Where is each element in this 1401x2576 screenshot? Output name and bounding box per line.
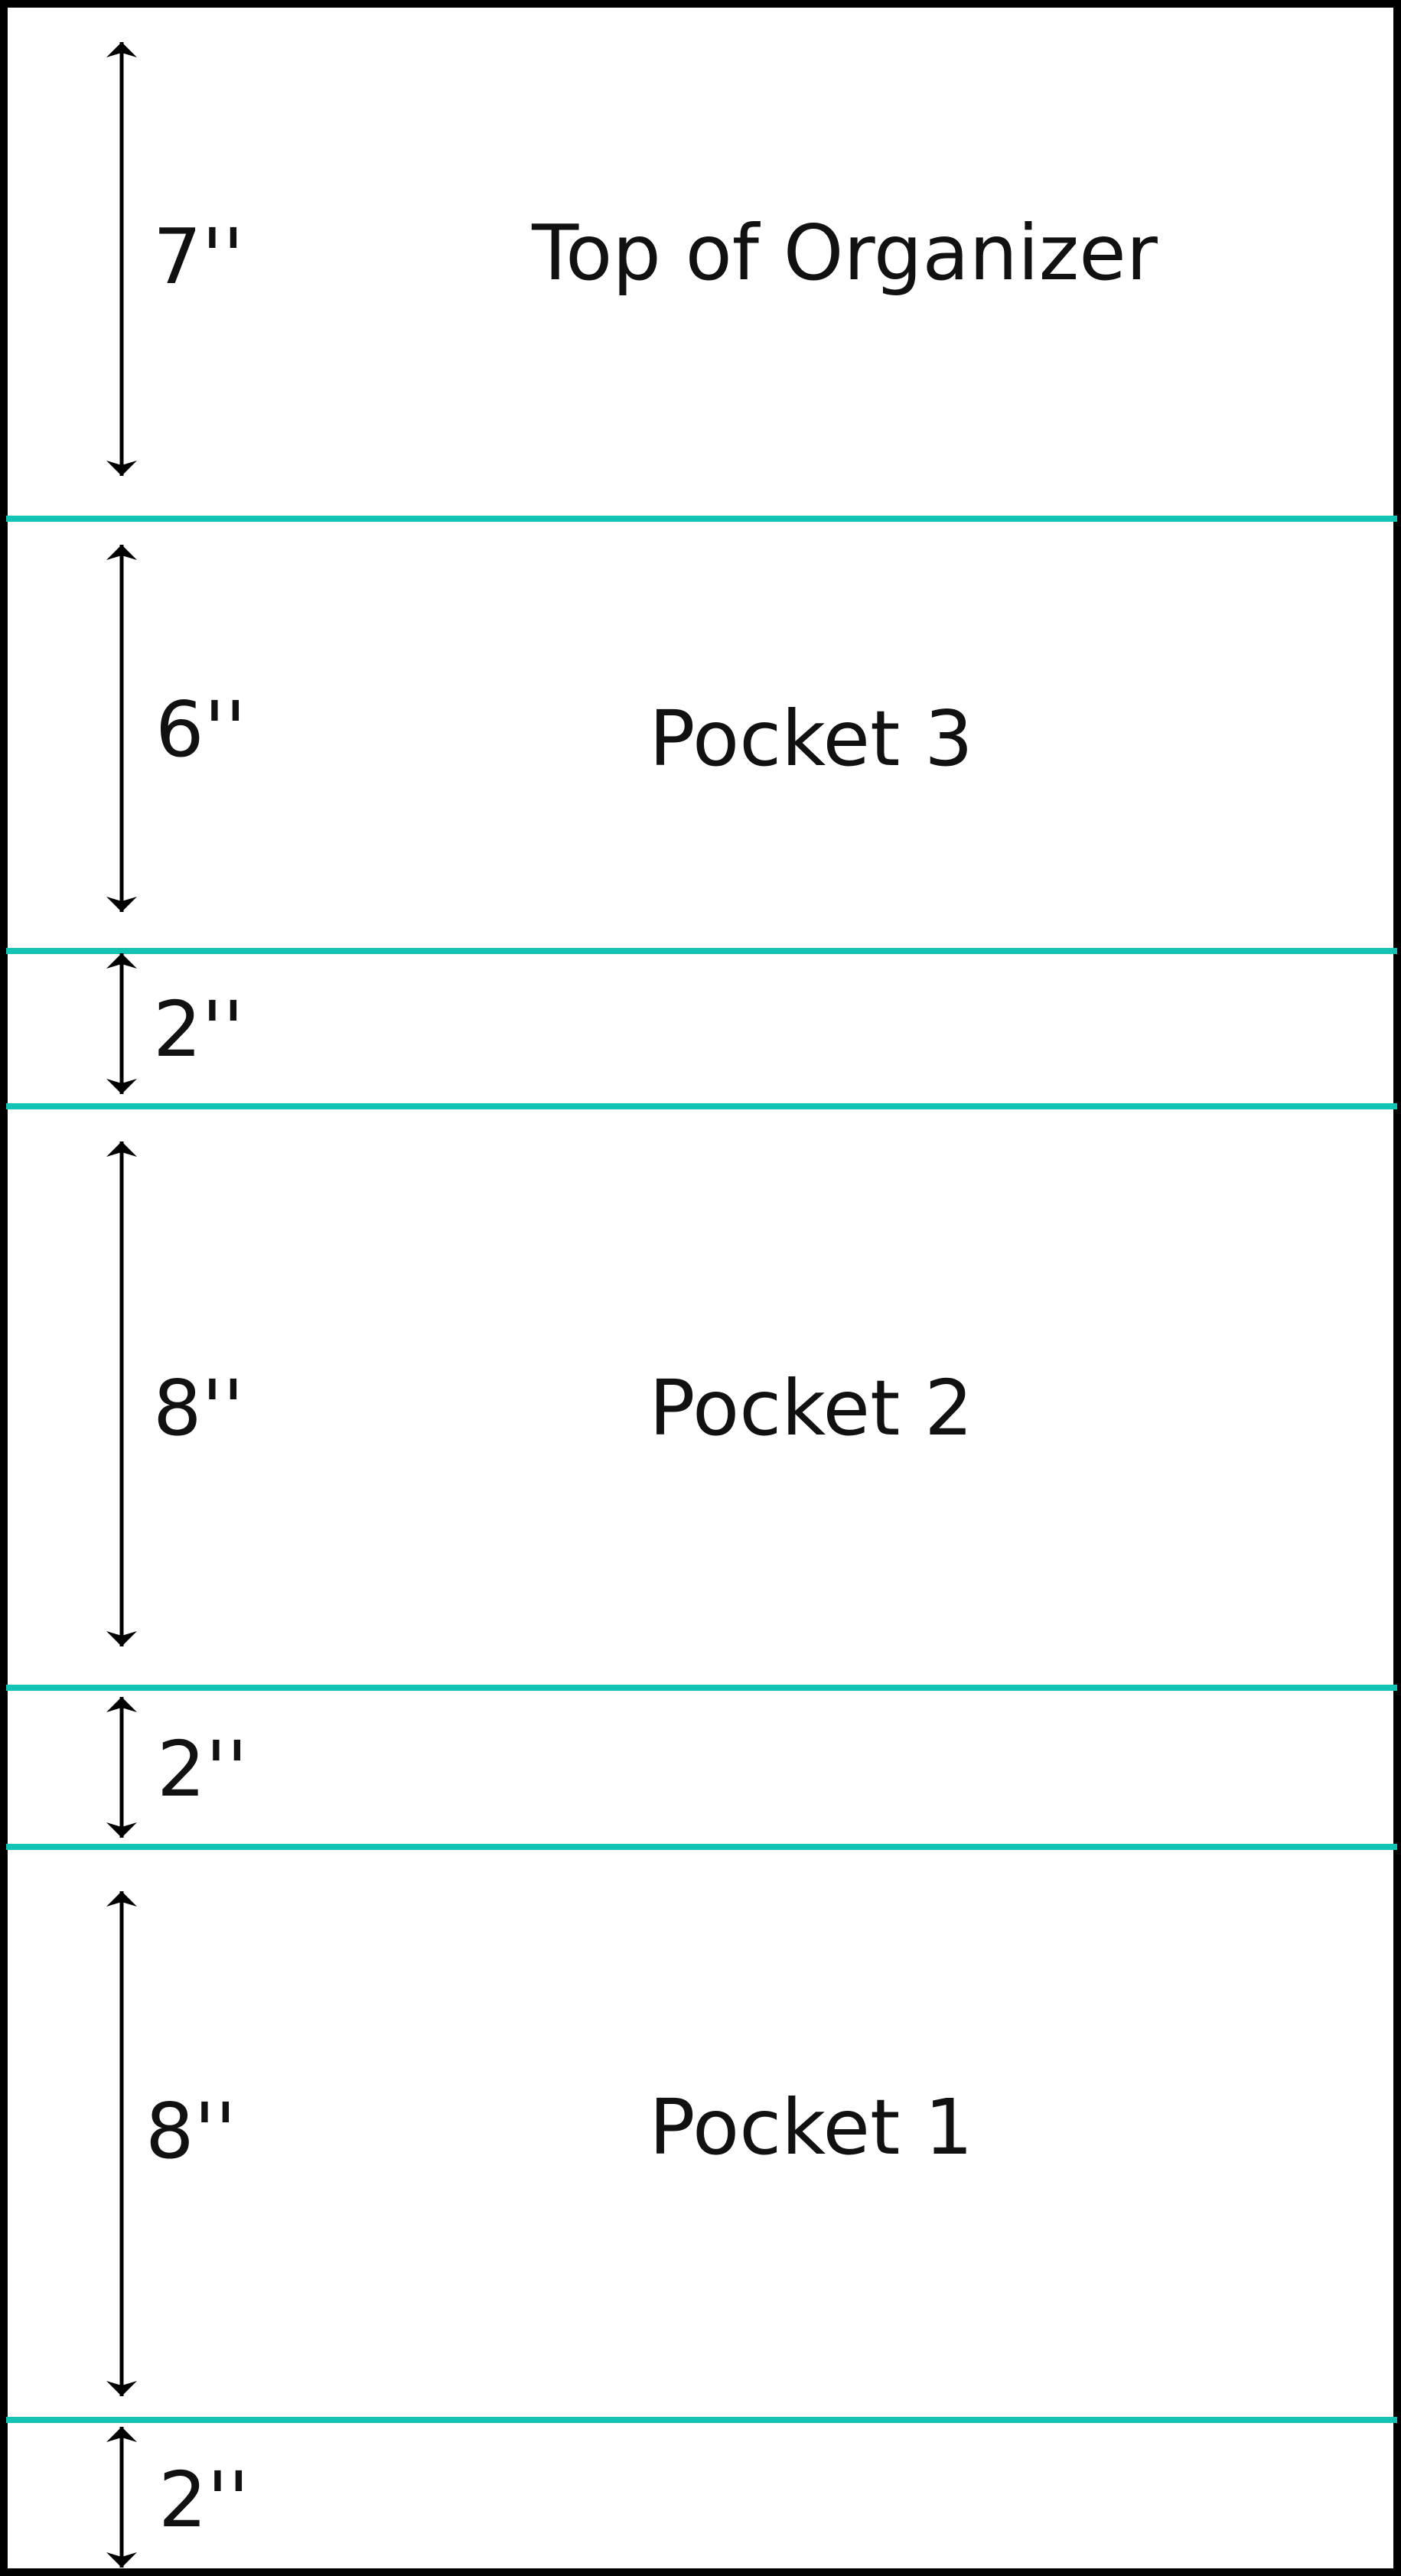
measurement-label: 6'' bbox=[155, 685, 246, 774]
measurement-label: 2'' bbox=[153, 985, 244, 1074]
measurement-label: 8'' bbox=[145, 2086, 236, 2176]
section-label-pocket-2: Pocket 2 bbox=[649, 1363, 973, 1453]
measurement-label: 7'' bbox=[153, 212, 244, 301]
section-label-pocket-3: Pocket 3 bbox=[649, 694, 973, 783]
measurement-label: 2'' bbox=[157, 1724, 248, 1814]
measurement-label: 2'' bbox=[158, 2455, 249, 2545]
section-label-pocket-1: Pocket 1 bbox=[649, 2083, 973, 2172]
section-label-top-of-organizer: Top of Organizer bbox=[531, 208, 1158, 298]
measurement-label: 8'' bbox=[153, 1363, 244, 1453]
